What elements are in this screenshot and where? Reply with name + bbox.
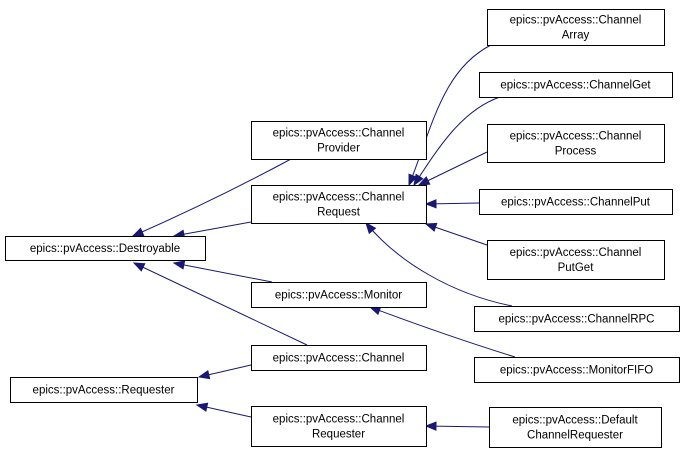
class-node-label: epics::pvAccess::Monitor <box>275 290 402 302</box>
edge-arrowhead <box>131 227 145 237</box>
edge-arrowhead <box>424 421 437 431</box>
edge-channel-array-to-channel-request <box>408 44 492 187</box>
class-node-box <box>479 72 673 98</box>
class-node-box <box>487 124 665 163</box>
class-node-label: epics::pvAccess::Channel <box>273 192 405 204</box>
edge-channel-requester-to-requester <box>195 402 252 418</box>
edge-channel-rpc-to-channel-request <box>365 221 513 307</box>
class-node-label: Request <box>317 207 361 219</box>
class-node-box <box>5 236 206 261</box>
class-node-box <box>251 185 427 224</box>
class-node-label: Array <box>562 30 590 42</box>
class-node-box <box>487 240 665 280</box>
edge-channel-provider-to-destroyable <box>131 158 292 237</box>
class-node-destroyable[interactable]: epics::pvAccess::Destroyable <box>5 236 206 261</box>
class-node-label: epics::pvAccess::MonitorFIFO <box>500 365 653 377</box>
class-node-requester[interactable]: epics::pvAccess::Requester <box>10 377 198 403</box>
class-node-channel-request[interactable]: epics::pvAccess::ChannelRequest <box>251 185 427 224</box>
class-node-box <box>10 377 198 403</box>
class-node-label: Process <box>555 146 597 158</box>
class-node-box <box>474 306 680 332</box>
class-node-channel-put[interactable]: epics::pvAccess::ChannelPut <box>479 189 673 215</box>
class-node-channel-get[interactable]: epics::pvAccess::ChannelGet <box>479 72 673 98</box>
class-node-box <box>474 357 680 383</box>
edge-monitor-to-destroyable <box>172 260 273 283</box>
edge-arrowhead <box>132 262 146 272</box>
class-node-label: epics::pvAccess::Requester <box>33 385 175 397</box>
edge-channel-put-to-channel-request <box>424 199 480 209</box>
edge-channel-process-to-channel-request <box>417 151 488 186</box>
edge-arrowhead <box>413 173 424 187</box>
class-node-label: epics::pvAccess::Channel <box>273 353 405 365</box>
edge-arrowhead <box>417 176 431 186</box>
edge-arrowhead <box>172 260 186 270</box>
class-node-box <box>479 189 673 215</box>
class-node-label: epics::pvAccess::Channel <box>510 15 642 27</box>
class-node-label: PutGet <box>558 262 595 274</box>
edge-channel-request-to-destroyable <box>172 221 252 239</box>
edge-arrowhead <box>195 402 209 412</box>
class-node-label: epics::pvAccess::Default <box>512 415 638 427</box>
class-node-monitor[interactable]: epics::pvAccess::Monitor <box>251 282 427 308</box>
edge-arrowhead <box>424 199 437 209</box>
class-node-monitor-fifo[interactable]: epics::pvAccess::MonitorFIFO <box>474 357 680 383</box>
class-node-box <box>487 9 665 46</box>
nodes-layer: epics::pvAccess::ChannelArrayepics::pvAc… <box>5 9 680 448</box>
class-node-label: epics::pvAccess::ChannelGet <box>500 80 651 92</box>
edge-arrowhead <box>365 221 377 235</box>
edge-channel-putget-to-channel-request <box>424 222 488 246</box>
class-node-label: Provider <box>317 143 360 155</box>
class-node-label: epics::pvAccess::ChannelPut <box>501 197 651 209</box>
class-node-channel-requester[interactable]: epics::pvAccess::ChannelRequester <box>251 406 427 447</box>
edge-arrowhead <box>424 222 438 232</box>
class-node-box <box>251 345 427 371</box>
class-node-label: epics::pvAccess::Channel <box>273 128 405 140</box>
class-node-label: Requester <box>312 429 365 441</box>
edge-default-channel-requester-to-channel-requester <box>424 421 490 431</box>
class-node-box <box>251 282 427 308</box>
edge-channel-to-destroyable <box>132 262 308 346</box>
edge-channel-to-requester <box>197 364 252 380</box>
class-node-label: epics::pvAccess::Destroyable <box>30 243 180 255</box>
class-node-label: epics::pvAccess::ChannelRPC <box>499 314 655 326</box>
class-node-box <box>251 121 427 160</box>
class-node-box <box>251 406 427 447</box>
class-node-box <box>489 407 662 448</box>
class-node-channel-rpc[interactable]: epics::pvAccess::ChannelRPC <box>474 306 680 332</box>
edge-arrowhead <box>197 370 211 380</box>
class-node-channel[interactable]: epics::pvAccess::Channel <box>251 345 427 371</box>
class-node-label: epics::pvAccess::Channel <box>510 131 642 143</box>
class-node-label: ChannelRequester <box>527 430 623 442</box>
class-node-label: epics::pvAccess::Channel <box>273 414 405 426</box>
class-node-label: epics::pvAccess::Channel <box>510 247 642 259</box>
edge-channel-get-to-channel-request <box>413 96 501 187</box>
edge-arrowhead <box>408 173 418 187</box>
